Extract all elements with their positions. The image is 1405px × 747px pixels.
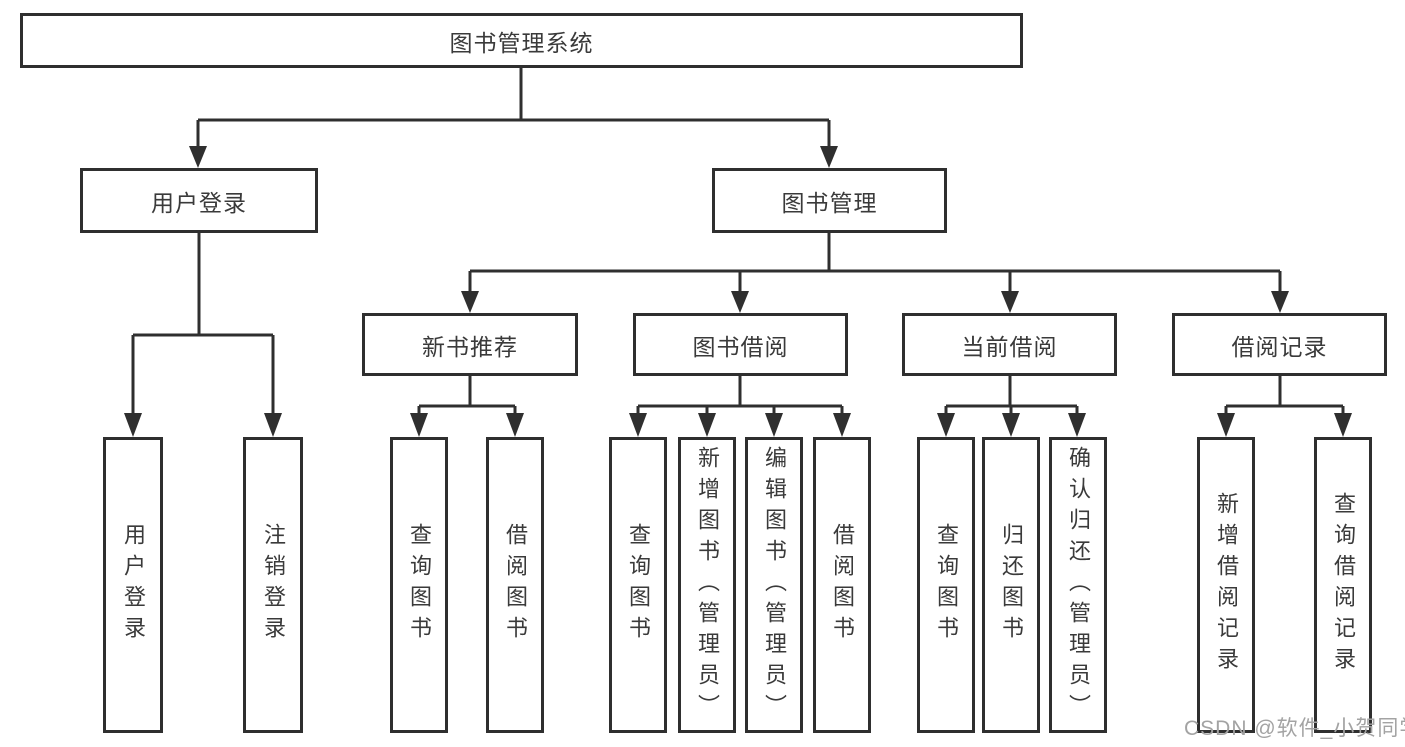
connector-book-management-branch xyxy=(461,233,1289,313)
leaf-borrow-query-books: 查询图书 xyxy=(609,437,667,733)
leaf-records-add-record: 新增借阅记录 xyxy=(1197,437,1255,733)
leaf-logout: 注销登录 xyxy=(243,437,303,733)
connector-new-book-branch xyxy=(410,376,524,437)
connector-root-to-level2 xyxy=(189,68,838,168)
node-root-library-system: 图书管理系统 xyxy=(20,13,1023,68)
node-borrow-records: 借阅记录 xyxy=(1172,313,1387,376)
node-book-management-module: 图书管理 xyxy=(712,168,947,233)
node-user-login-module: 用户登录 xyxy=(80,168,318,233)
leaf-user-login: 用户登录 xyxy=(103,437,163,733)
node-new-book-recommend: 新书推荐 xyxy=(362,313,578,376)
leaf-borrow-edit-books-admin: 编辑图书（管理员） xyxy=(745,437,803,733)
leaf-records-query-record: 查询借阅记录 xyxy=(1314,437,1372,733)
leaf-current-return-books: 归还图书 xyxy=(982,437,1040,733)
connector-current-borrow-branch xyxy=(937,376,1086,437)
leaf-current-query-books: 查询图书 xyxy=(917,437,975,733)
leaf-newbook-query-books: 查询图书 xyxy=(390,437,448,733)
leaf-newbook-borrow-books: 借阅图书 xyxy=(486,437,544,733)
connector-book-borrow-branch xyxy=(629,376,851,437)
node-current-borrow: 当前借阅 xyxy=(902,313,1117,376)
leaf-current-confirm-return-admin: 确认归还（管理员） xyxy=(1049,437,1107,733)
csdn-watermark: CSDN @软件_小贺同学 xyxy=(1184,717,1405,740)
node-book-borrow: 图书借阅 xyxy=(633,313,848,376)
leaf-borrow-borrow-books: 借阅图书 xyxy=(813,437,871,733)
leaf-borrow-add-books-admin: 新增图书（管理员） xyxy=(678,437,736,733)
connector-user-login-branch xyxy=(124,233,282,437)
connector-borrow-records-branch xyxy=(1217,376,1352,437)
